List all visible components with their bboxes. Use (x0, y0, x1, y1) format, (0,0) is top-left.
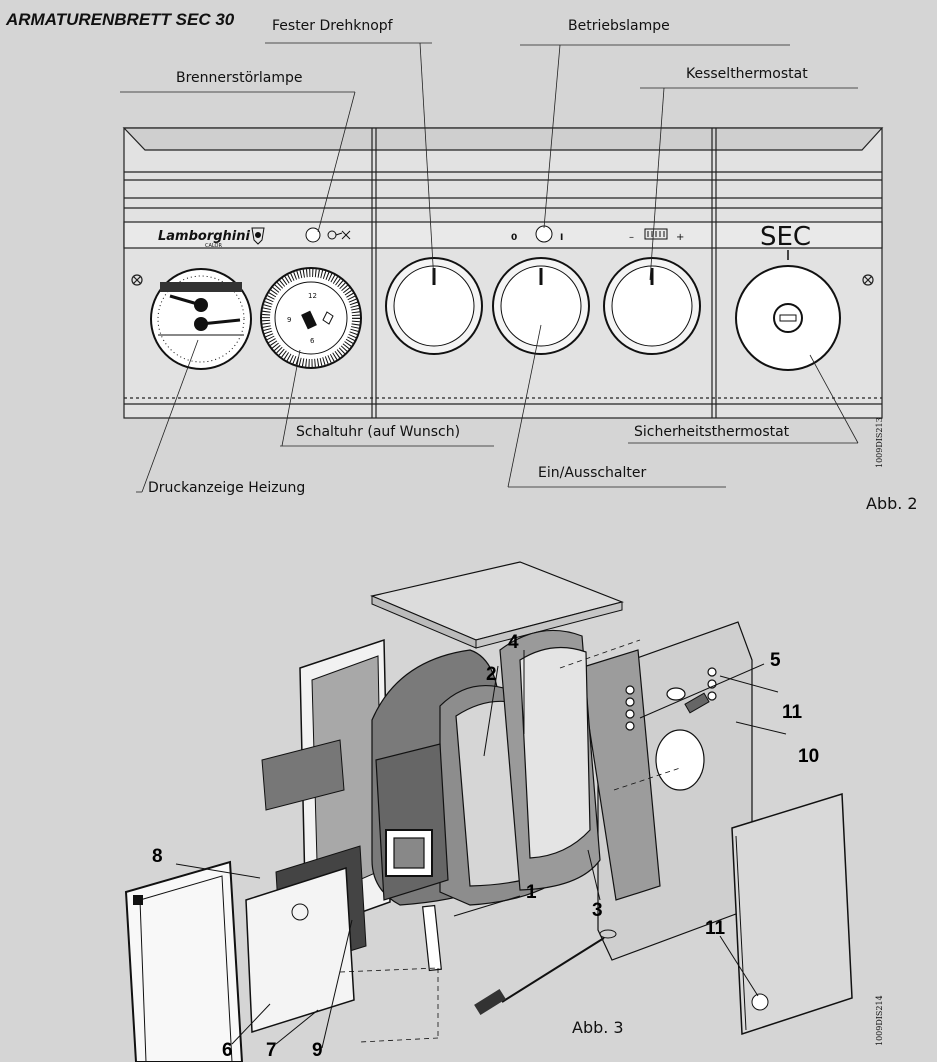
caption-abb-2: Abb. 2 (866, 494, 918, 513)
side-panel-right (731, 792, 853, 1036)
front-cover (124, 860, 244, 1062)
part-number-4: 4 (508, 632, 519, 653)
part-number-3: 3 (592, 900, 603, 921)
safety-thermostat-cap-icon (735, 265, 841, 371)
cleaning-brush-icon (474, 929, 617, 1016)
figure-title: ARMATURENBRETT SEC 30 (6, 10, 235, 29)
label-fester-drehknopf: Fester Drehknopf (272, 18, 393, 34)
on-off-switch-knob-icon (492, 257, 590, 355)
mounting-bracket (422, 904, 442, 972)
caption-abb-3: Abb. 3 (572, 1018, 624, 1037)
drawing-code-fig2: 1009DIS213 (875, 417, 884, 468)
burner-symbol-icon (327, 230, 351, 240)
brand-sub: CALOR (205, 243, 222, 249)
dashed-guide-lines (339, 639, 681, 1043)
part-number-2: 2 (486, 664, 497, 685)
thermostat-scale-icon (644, 228, 668, 240)
label-sicherheitsthermostat: Sicherheitsthermostat (634, 424, 790, 440)
side-panel-hole (751, 993, 769, 1011)
boiler-thermostat-knob-icon (603, 257, 701, 355)
part-number-7: 7 (266, 1040, 277, 1061)
fixed-knob-icon (385, 257, 483, 355)
top-cover (370, 561, 624, 641)
label-druckanzeige: Druckanzeige Heizung (148, 480, 306, 496)
label-brennerstoerlampe: Brennerstörlampe (176, 70, 303, 86)
switch-on-symbol: I (560, 233, 563, 243)
brand-shield-icon (251, 227, 265, 245)
label-schaltuhr: Schaltuhr (auf Wunsch) (296, 424, 461, 440)
time-switch-icon (260, 267, 362, 369)
rear-panel (579, 621, 753, 961)
part-number-8: 8 (152, 846, 163, 867)
part-number-11-top: 11 (782, 702, 803, 723)
part-leader-lines (175, 650, 787, 1049)
sec-label: SEC (760, 222, 811, 252)
part-number-11-bottom: 11 (705, 918, 726, 939)
part-number-5: 5 (770, 650, 781, 671)
part-number-10: 10 (798, 746, 820, 767)
leader-lines-fig2 (120, 42, 859, 493)
thermostat-sensor-icon (684, 692, 710, 714)
drawing-code-fig3: 1009DIS214 (875, 995, 884, 1046)
timer-numeral-12: 12 (308, 292, 317, 300)
betriebslampe-lamp (535, 225, 553, 243)
switch-off-symbol: 0 (511, 233, 517, 243)
burner-door-plate (245, 866, 355, 1034)
brenner-fault-lamp (305, 227, 321, 243)
label-kesselthermostat: Kesselthermostat (686, 66, 808, 82)
control-panel (122, 127, 884, 419)
pressure-gauge-icon (150, 268, 252, 370)
label-ein-ausschalter: Ein/Ausschalter (538, 465, 647, 481)
part-number-9: 9 (312, 1040, 323, 1061)
timer-numeral-9: 9 (287, 316, 291, 324)
timer-numeral-6: 6 (310, 337, 315, 345)
label-betriebslampe: Betriebslampe (568, 18, 670, 34)
brand-logo: Lamborghini (158, 229, 251, 244)
front-insulation-mat (261, 739, 345, 811)
boiler-sections (371, 629, 601, 906)
thermostat-plus: + (676, 232, 684, 243)
part-number-1: 1 (526, 882, 537, 903)
part-number-6: 6 (222, 1040, 233, 1061)
thermostat-minus: – (629, 232, 634, 243)
